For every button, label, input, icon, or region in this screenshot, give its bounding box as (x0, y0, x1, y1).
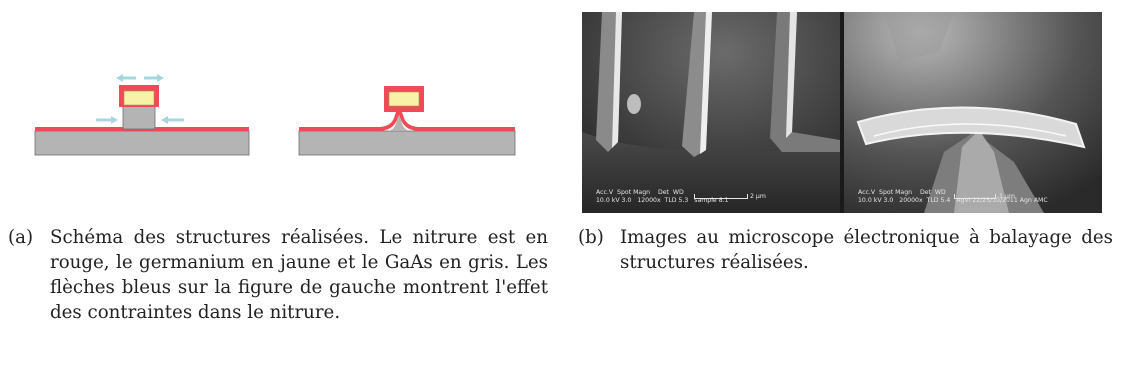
arrow-left-top (116, 74, 136, 82)
sem-image-left: Acc.V Spot Magn Det WD 10.0 kV 3.0 12000… (582, 12, 840, 213)
schematic-figure (30, 60, 530, 180)
sem-images-figure: Acc.V Spot Magn Det WD 10.0 kV 3.0 12000… (582, 12, 1102, 213)
caption-b-text: Images au microscope électronique à bala… (620, 227, 1113, 273)
caption-b: (b) Images au microscope électronique à … (578, 225, 1113, 275)
gaas-substrate (34, 130, 250, 156)
arrow-inward-right (161, 116, 184, 124)
scale-bar-left (694, 194, 748, 199)
caption-a: (a) Schéma des structures réalisées. Le … (8, 225, 548, 325)
structure-schematic (34, 74, 516, 156)
left-structure (34, 74, 250, 156)
caption-a-label: (a) (8, 227, 34, 248)
gaas-neck (388, 115, 410, 131)
scale-label-right: 1 µm (999, 193, 1015, 200)
scale-bar-right (954, 194, 996, 199)
germanium-block (123, 90, 155, 106)
caption-b-label: (b) (578, 227, 604, 248)
gaas-substrate (298, 130, 516, 156)
right-structure (298, 86, 516, 156)
sem-suspended-structure-image (844, 12, 1102, 213)
sem-image-right: Acc.V Spot Magn Det WD 10.0 kV 3.0 20000… (844, 12, 1102, 213)
nitride-layer (299, 112, 515, 131)
sem-info-left: Acc.V Spot Magn Det WD 10.0 kV 3.0 12000… (596, 189, 729, 204)
sem-divider (840, 12, 844, 213)
sem-pillars-image (582, 12, 840, 213)
arrow-right-top (144, 74, 164, 82)
germanium-block (388, 91, 420, 107)
gaas-pillar (122, 104, 156, 130)
sem-info-right: Acc.V Spot Magn Det WD 10.0 kV 3.0 20000… (858, 189, 1048, 204)
scale-label-left: 2 µm (750, 193, 766, 200)
caption-a-text: Schéma des structures réalisées. Le nitr… (50, 227, 548, 323)
arrow-inward-left (96, 116, 118, 124)
stress-arrows (96, 74, 184, 124)
